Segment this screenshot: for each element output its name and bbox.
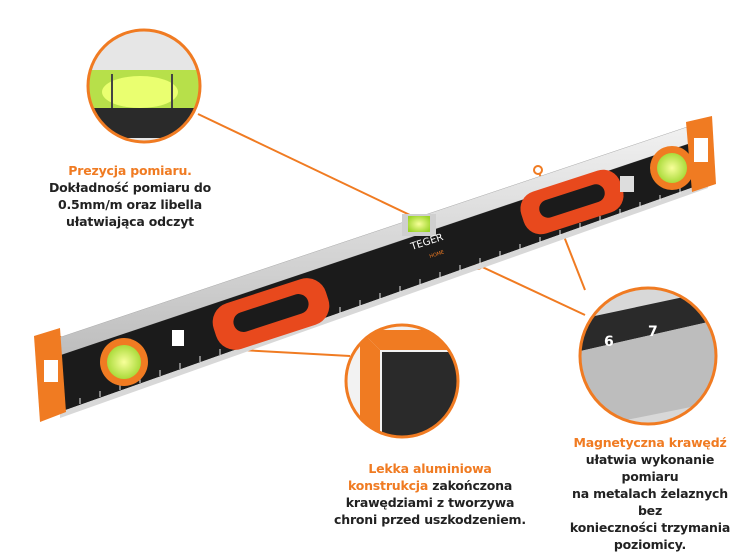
construction-rest: zakończona [428, 478, 513, 493]
magnet-icon [172, 330, 184, 346]
left-cap-window [44, 360, 58, 382]
construction-callout: Lekka aluminiowa konstrukcja zakończona … [310, 460, 550, 528]
ruler-mark: 6 [604, 334, 614, 350]
zoom-end-cap [346, 325, 458, 437]
zoom-ring [578, 286, 718, 426]
left-handle-hole [233, 294, 309, 332]
construction-title: Lekka aluminiowa [368, 461, 492, 476]
zoom-ring [344, 323, 460, 439]
precision-title: Prezycja pomiaru. [68, 163, 192, 178]
magnetic-line: poziomicy. [613, 537, 687, 552]
product-scene: TEGER HOME 6 7 [34, 28, 718, 439]
precision-callout: Prezycja pomiaru. Dokładność pomiaru do … [40, 162, 220, 230]
right-vial-icon [657, 153, 687, 183]
right-cap-window [694, 138, 708, 162]
magnetic-title: Magnetyczna krawędź [573, 435, 727, 450]
top-vial-icon [408, 216, 430, 232]
precision-line: Dokładność pomiaru do [48, 180, 212, 195]
spirit-level-illustration: TEGER HOME 6 7 [34, 28, 718, 439]
zoom-ring [86, 28, 202, 144]
magnetic-callout: Magnetyczna krawędź ułatwia wykonanie po… [560, 434, 740, 553]
ruler-mark: 7 [648, 324, 658, 340]
magnetic-line: na metalach żelaznych bez [572, 486, 728, 518]
certificate-icon [620, 176, 634, 192]
construction-line: krawędziami z tworzywa [345, 495, 515, 510]
right-handle-hole [539, 184, 605, 218]
bottom-edge [60, 182, 708, 418]
precision-line: ułatwiająca odczyt [66, 214, 194, 229]
brand-sub: HOME [429, 250, 445, 260]
magnetic-line: ułatwia wykonanie pomiaru [585, 452, 715, 484]
left-vial-icon [107, 345, 141, 379]
zoom-vial [88, 30, 200, 142]
zoom-ruler: 6 7 [580, 288, 716, 424]
construction-highlight: konstrukcja [347, 478, 429, 493]
construction-line: konstrukcja zakończona [310, 477, 550, 494]
construction-line: chroni przed uszkodzeniem. [334, 512, 526, 527]
leader-dot [533, 165, 543, 175]
magnetic-line: konieczności trzymania [569, 520, 731, 535]
precision-line: 0.5mm/m oraz libella [58, 197, 202, 212]
